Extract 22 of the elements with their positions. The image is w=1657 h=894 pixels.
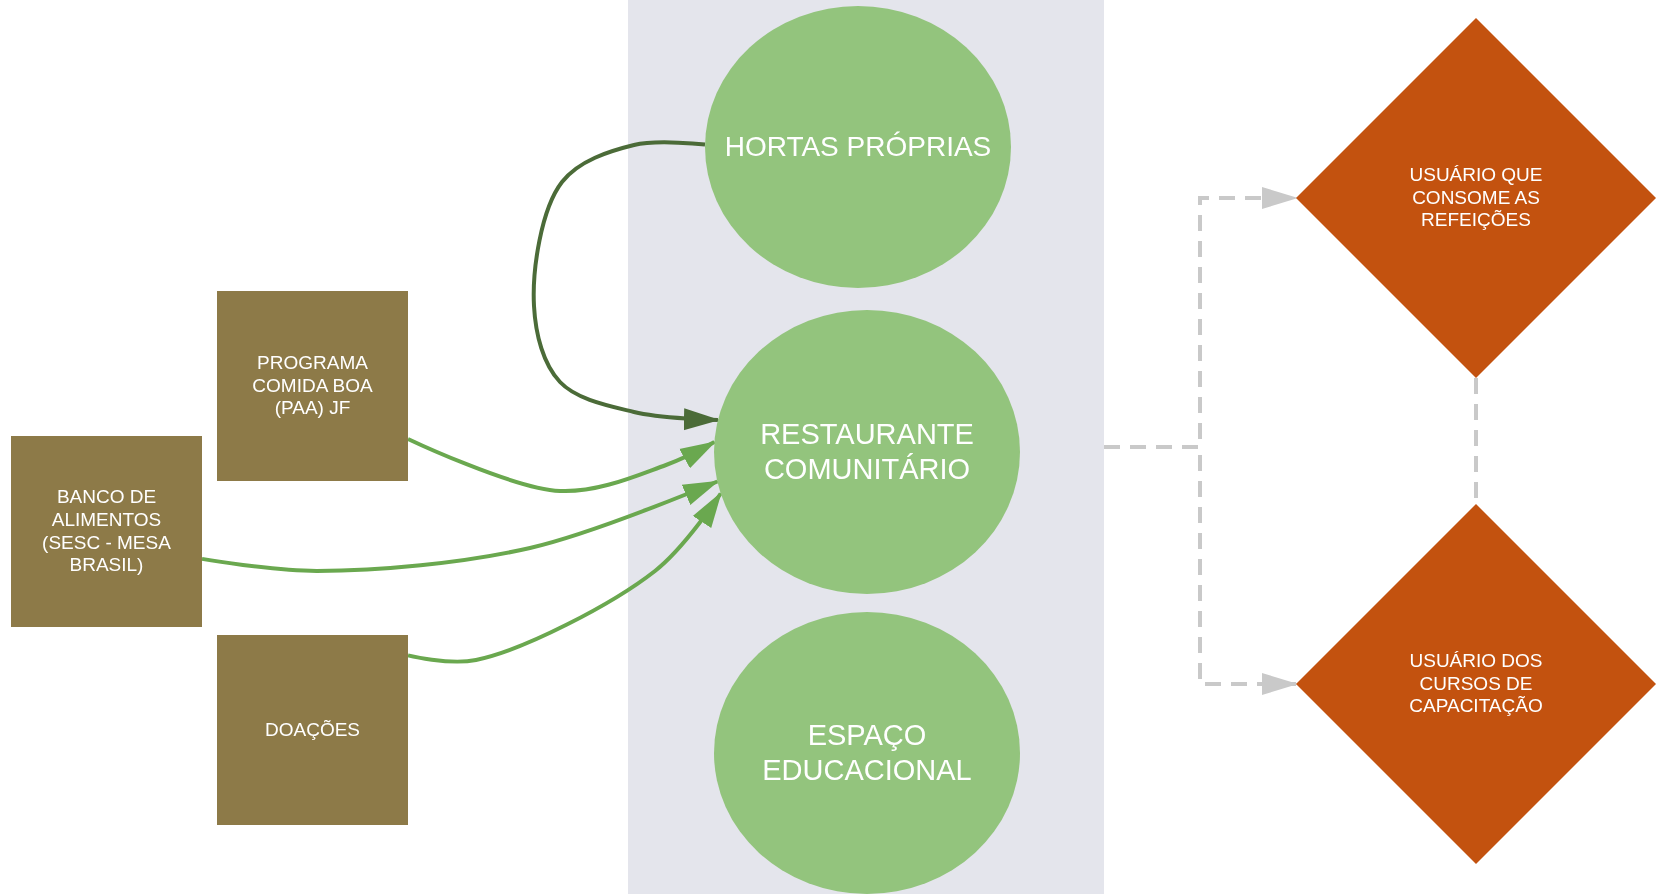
ellipse-node — [714, 310, 1020, 594]
node-label: RESTAURANTE COMUNITÁRIO — [760, 417, 974, 487]
arrow — [201, 479, 720, 573]
node-label: USUÁRIO DOS CURSOS DE CAPACITAÇÃO — [1408, 649, 1544, 719]
decision-diamond — [1296, 18, 1656, 378]
decision-diamond — [1296, 504, 1656, 864]
node-label: DOAÇÕES — [265, 718, 360, 742]
node-label: BANCO DE ALIMENTOS (SESC - MESA BRASIL) — [41, 485, 172, 578]
source-box — [11, 436, 202, 627]
arrow — [531, 140, 720, 431]
node-label: ESPAÇO EDUCACIONAL — [762, 718, 972, 788]
dashed-arrow — [1104, 445, 1298, 695]
source-box — [217, 635, 408, 825]
arrow — [407, 437, 717, 494]
ellipse-node — [705, 6, 1011, 288]
node-label: USUÁRIO QUE CONSOME AS REFEIÇÕES — [1408, 163, 1544, 233]
source-box — [217, 291, 408, 481]
ellipse-node — [714, 612, 1020, 894]
background-band — [628, 0, 1104, 894]
node-label: HORTAS PRÓPRIAS — [724, 130, 992, 164]
arrow — [407, 491, 723, 664]
node-label: PROGRAMA COMIDA BOA (PAA) JF — [251, 351, 374, 421]
